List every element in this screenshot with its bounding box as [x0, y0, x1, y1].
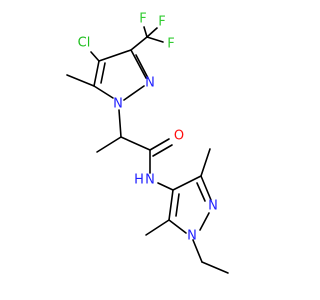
bond-c3b-n-double [196, 182, 206, 202]
bond-n-ethyl [192, 239, 203, 263]
bond-c5-c4 [93, 60, 100, 87]
atom-label-o: O [174, 129, 184, 144]
atom-label-nh-n: N [145, 173, 155, 188]
bond-n1-ch [118, 109, 122, 138]
atom-label-n2: N [145, 76, 155, 91]
atom-label-f1: F [139, 12, 146, 27]
bond-c3b-n [200, 175, 212, 201]
bond-ch-methyl [96, 136, 122, 153]
bond-cf3-f1 [143, 26, 148, 38]
bond-ch-co [120, 136, 151, 151]
atom-label-n3: N [208, 199, 218, 214]
bond-n1-c5 [93, 85, 114, 99]
bond-nh-c4 [157, 182, 174, 191]
molecule-structure-diagram: Cl F F F N N O N H N N [66, 12, 229, 274]
bonds [66, 26, 229, 274]
bond-c5b-methyl [145, 219, 170, 236]
bond-c5-c4-double [100, 62, 106, 84]
bond-co-o [149, 138, 170, 151]
atom-label-f2: F [158, 15, 165, 30]
bond-c3-n2 [130, 49, 147, 79]
bond-cf3-f2 [146, 27, 158, 38]
atom-label-n4: N [187, 229, 197, 244]
atom-label-cl: Cl [78, 36, 91, 51]
bond-cf3-f3 [146, 36, 164, 43]
bond-c4-c3b [172, 175, 202, 191]
bond-c3b-methyl [200, 148, 211, 177]
bond-n-n [199, 212, 210, 231]
atom-label-f3: F [167, 37, 174, 52]
atom-label-n1: N [113, 97, 123, 112]
bond-n2-n1 [123, 85, 145, 101]
bond-c3-cf3 [130, 36, 148, 51]
bond-c5-methyl [66, 74, 95, 87]
bond-c5b-c4 [168, 189, 174, 221]
bond-c5b-c4-double [175, 193, 180, 217]
bond-ethyl-ch3 [201, 261, 229, 274]
bond-co-o-double [152, 144, 173, 157]
bond-n-c5b [168, 219, 187, 234]
bond-c4-c3 [98, 49, 132, 62]
atom-label-nh-h: H [134, 173, 144, 188]
bond-c4-cl [90, 51, 100, 62]
atom-labels: Cl F F F N N O N H N N [78, 12, 218, 244]
bond-c3-n2-double [135, 54, 149, 79]
